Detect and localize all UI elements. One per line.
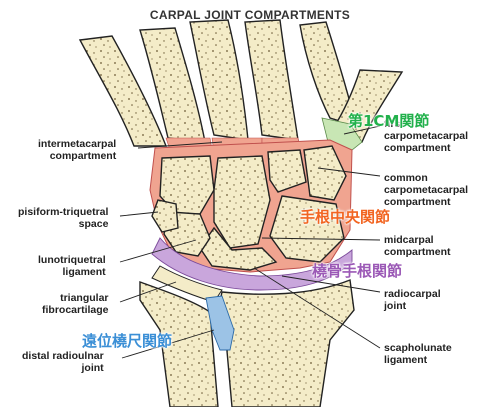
forearm-bones (139, 279, 355, 407)
label-line: ligament (62, 266, 106, 278)
label-line: midcarpal (384, 234, 434, 246)
label-line: carpometacarpal (384, 184, 469, 196)
trapezium (303, 145, 347, 201)
label-scapholunate-ligament: scapholunate ligament (384, 342, 452, 366)
label-first-carpometacarpal-compartment: first carpometacarpal compartment (384, 118, 468, 154)
label-distal-radioulnar-joint: distal radioulnar joint (22, 350, 104, 374)
label-line: space (78, 218, 109, 230)
label-line: first (384, 118, 404, 130)
jp-label-distal-radioulnar: 遠位橈尺関節 (82, 332, 173, 350)
capitate (213, 155, 271, 249)
label-line: compartment (384, 196, 451, 208)
radius (217, 279, 355, 407)
ulna (139, 281, 219, 407)
label-triangular-fibrocartilage: triangular fibrocartilage (42, 292, 109, 316)
radiocarpal-compartment (151, 237, 353, 291)
label-line: common (384, 172, 428, 184)
label-line: fibrocartilage (42, 304, 109, 316)
label-line: pisiform-triquetral (18, 206, 109, 218)
label-radiocarpal-joint: radiocarpal joint (384, 288, 441, 312)
leader-lines (119, 125, 381, 359)
label-line: compartment (384, 142, 451, 154)
label-line: distal radioulnar (22, 350, 104, 362)
label-pisiform-triquetral-space: pisiform-triquetral space (18, 206, 108, 230)
label-common-carpometacarpal-compartment: common carpometacarpal compartment (384, 172, 468, 208)
label-line: compartment (384, 246, 451, 258)
label-line: ligament (384, 354, 428, 366)
label-line: joint (384, 300, 407, 312)
label-intermetacarpal-compartment: intermetacarpal compartment (38, 138, 116, 162)
scaphoid (269, 195, 345, 263)
pisiform (151, 199, 179, 233)
druj-compartment (205, 295, 235, 351)
label-line: radiocarpal (384, 288, 441, 300)
diagram-title: CARPAL JOINT COMPARTMENTS (149, 8, 351, 22)
label-line: joint (81, 362, 104, 374)
metacarpal-2 (244, 19, 299, 141)
label-line: lunotriquetral (38, 254, 106, 266)
label-line: carpometacarpal (384, 130, 469, 142)
carpal-bones (151, 145, 347, 271)
trapezoid (267, 149, 307, 193)
label-line: triangular (60, 292, 109, 304)
jp-label-midcarpal: 手根中央関節 (300, 208, 391, 226)
label-midcarpal-compartment: midcarpal compartment (384, 234, 451, 258)
jp-label-radiocarpal: 橈骨手根関節 (312, 262, 403, 280)
label-line: compartment (49, 150, 117, 162)
label-line: scapholunate (384, 342, 452, 354)
label-line: intermetacarpal (38, 138, 117, 150)
jp-label-first-cmc: 第1CM関節 (348, 112, 430, 130)
label-lunotriquetral-ligament: lunotriquetral ligament (38, 254, 106, 278)
